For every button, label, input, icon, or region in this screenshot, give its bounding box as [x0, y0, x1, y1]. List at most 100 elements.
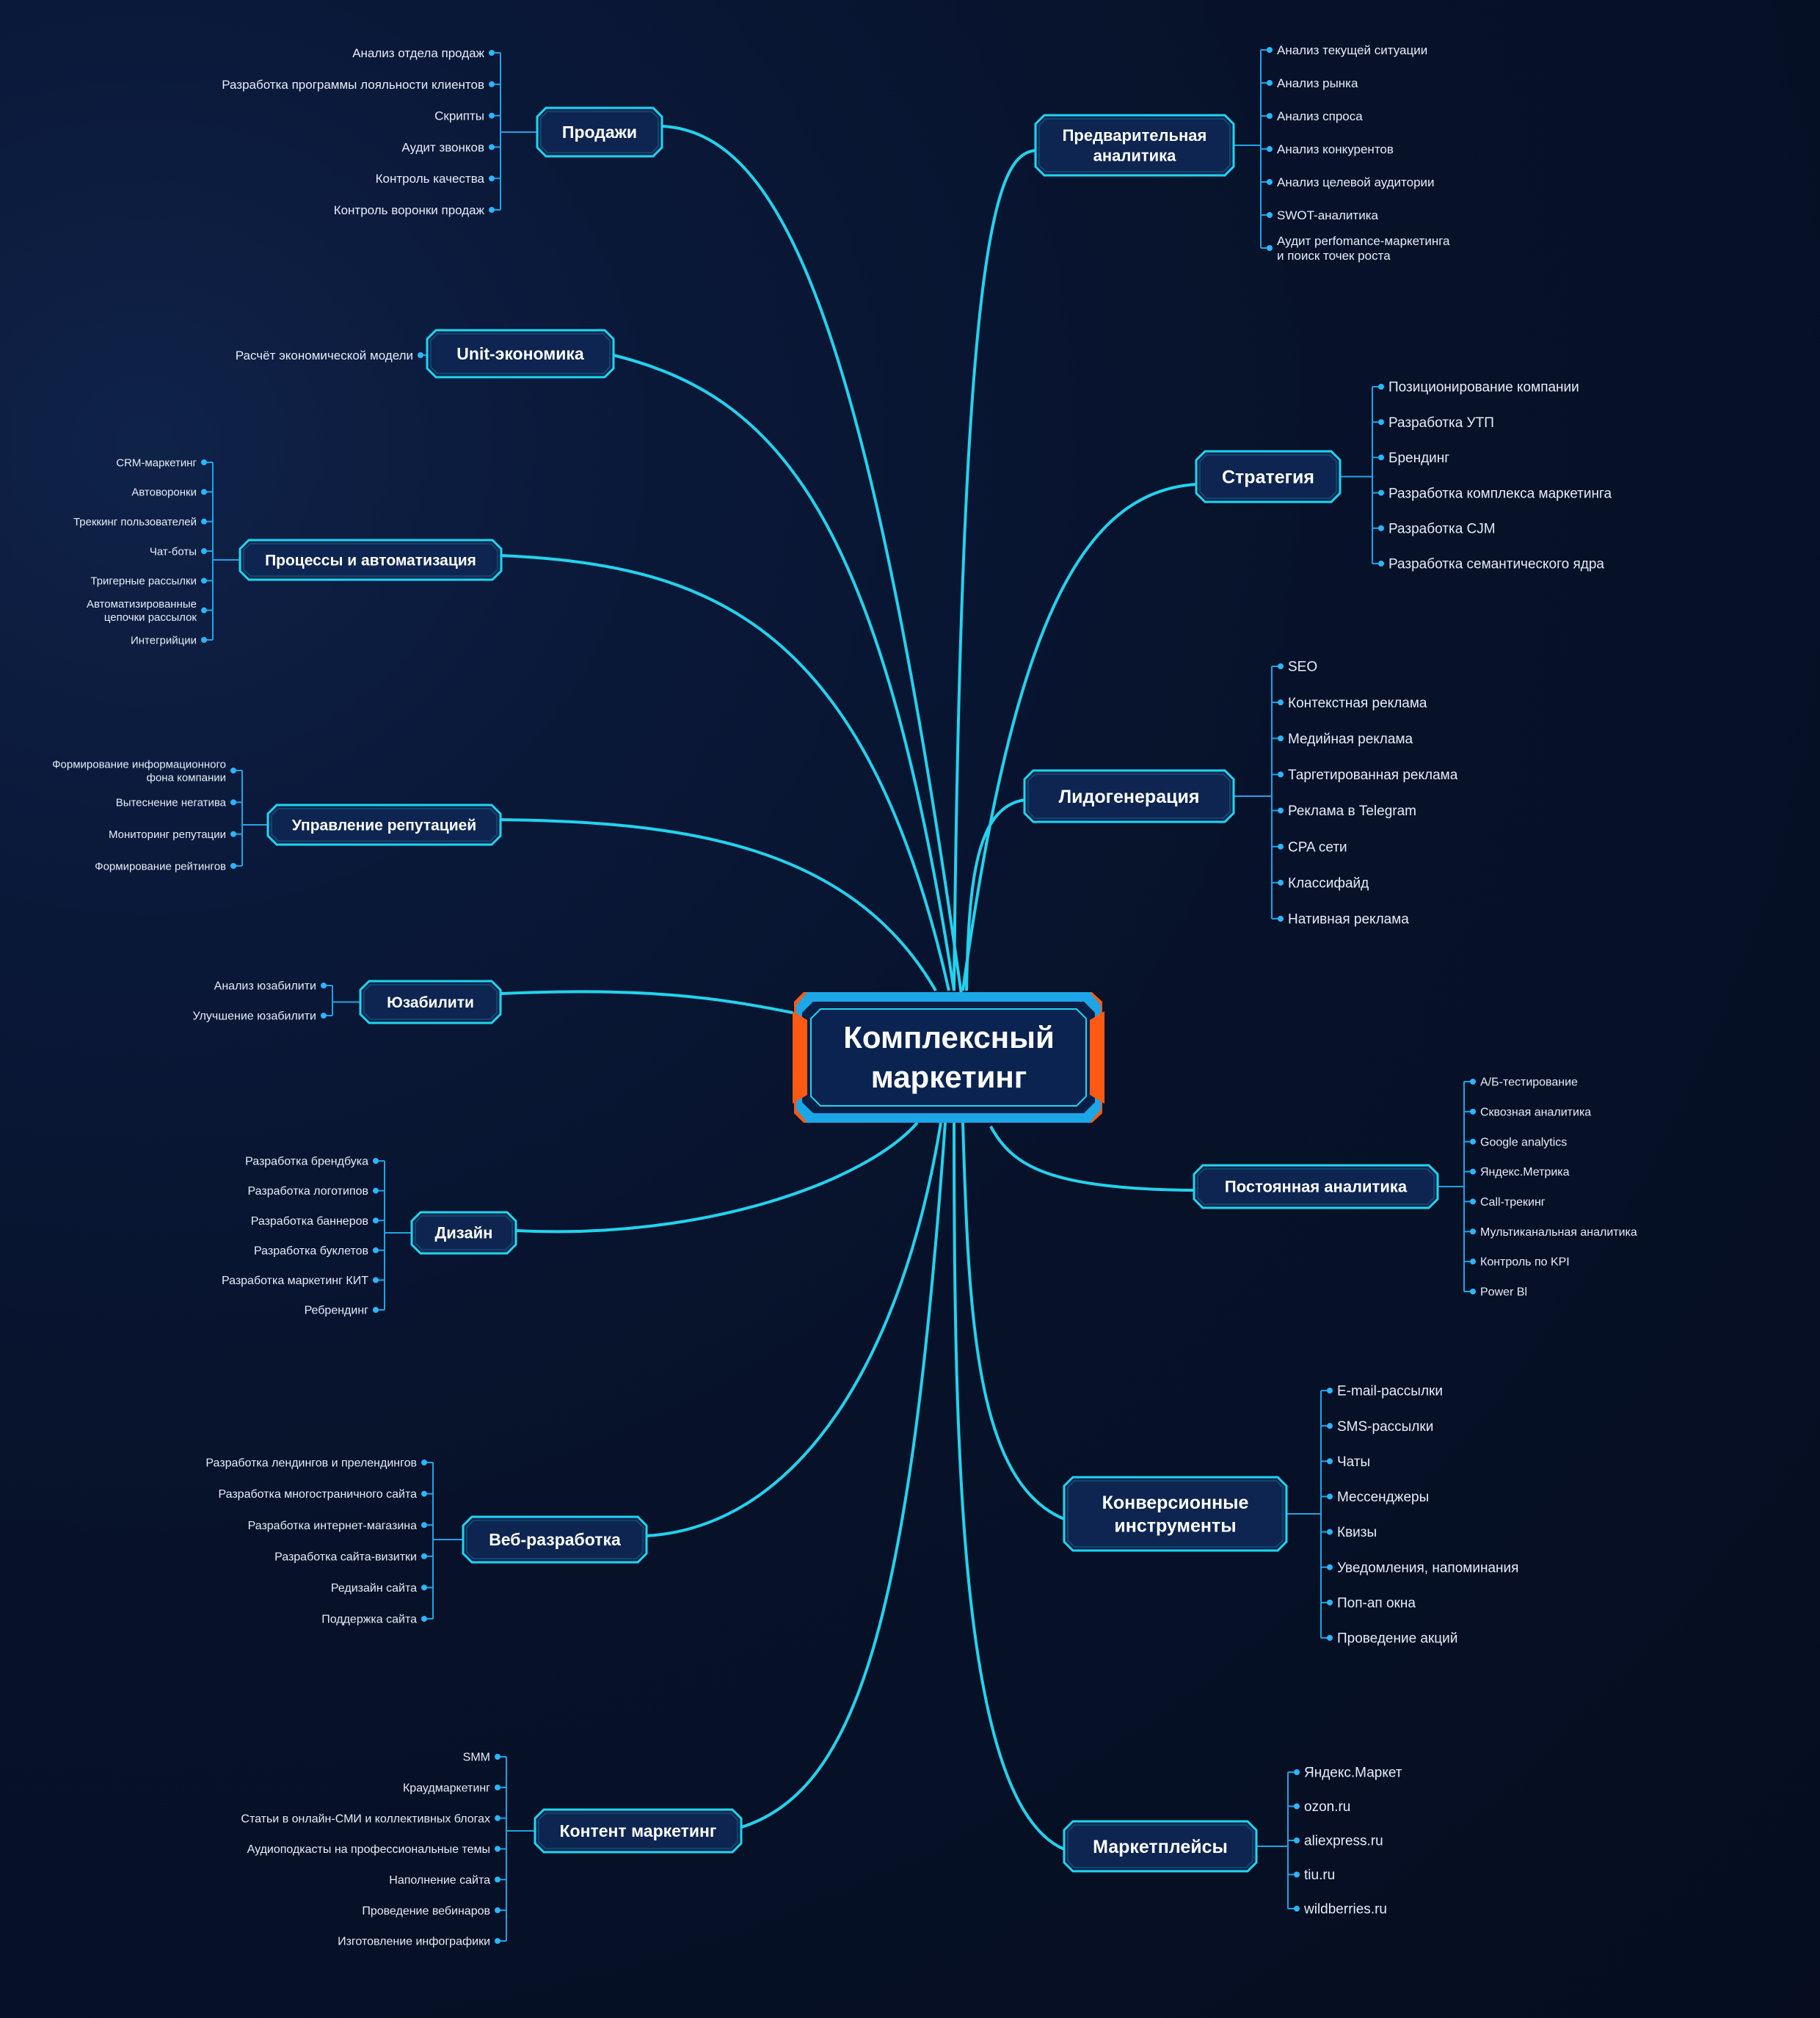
bracket-dot: [421, 1460, 427, 1465]
item-label: Яндекс.Маркет: [1304, 1766, 1402, 1781]
topic-marketplaces[interactable]: Маркетплейсы: [1063, 1820, 1258, 1873]
item-label: Наполнение сайта: [389, 1874, 490, 1887]
item-label: Мультиканальная аналитика: [1480, 1226, 1637, 1239]
topic-title: Управление репутацией: [292, 817, 476, 834]
item-label: Анализ целевой аудитории: [1277, 175, 1435, 189]
topic-title: Маркетплейсы: [1093, 1837, 1228, 1857]
items-unit: Расчёт экономической модели: [236, 349, 429, 363]
topic-content[interactable]: Контент маркетинг: [534, 1808, 743, 1854]
bracket-dot: [489, 112, 495, 119]
bracket-dot: [373, 1158, 379, 1164]
bracket-dot: [1378, 489, 1384, 496]
bracket-dot: [201, 578, 207, 584]
item-label: Анализ спроса: [1277, 109, 1363, 123]
item-label: Чат-боты: [150, 545, 197, 558]
topic-processes[interactable]: Процессы и автоматизация: [239, 539, 503, 581]
topic-box: [536, 106, 663, 158]
center-left-tab: [793, 1011, 807, 1104]
item-label: Проведение вебинаров: [362, 1905, 490, 1917]
item-label: Классифайд: [1288, 876, 1369, 892]
bracket-dot: [421, 1584, 427, 1591]
topic-design[interactable]: Дизайн: [410, 1211, 517, 1255]
topic-prodazhi[interactable]: Продажи: [536, 106, 663, 158]
bracket-dot: [1278, 879, 1284, 886]
topic-leadgen[interactable]: Лидогенерация: [1023, 769, 1235, 823]
item-label: Сквозная аналитика: [1480, 1106, 1591, 1118]
topic-box-inner: [1027, 773, 1231, 819]
topic-title: аналитика: [1093, 146, 1177, 164]
topic-unit[interactable]: Unit-экономика: [426, 329, 615, 379]
bracket-dot: [230, 863, 236, 869]
bracket-dot: [1327, 1529, 1333, 1535]
bracket-dot: [1294, 1906, 1300, 1912]
item-label: Проведение акций: [1337, 1631, 1457, 1647]
connector-unit: [613, 354, 956, 991]
bracket-dot: [1378, 384, 1384, 390]
item-label: Автоворонки: [131, 487, 197, 499]
bracket-dot: [230, 831, 236, 837]
item-label: Аудиоподкасты на профессиональные темы: [247, 1843, 490, 1856]
bracket-dot: [1378, 454, 1384, 461]
topic-box: [410, 1211, 517, 1255]
item-label: Контроль качества: [376, 172, 485, 186]
connector-const_analytics: [989, 1126, 1195, 1192]
bracket-dot: [1267, 113, 1273, 119]
topic-reputation[interactable]: Управление репутацией: [266, 804, 502, 846]
item-label: Разработка интернет-магазина: [248, 1520, 418, 1532]
topic-box: [359, 980, 502, 1024]
topic-box: [1023, 769, 1235, 823]
item-label: Анализ текущей ситуации: [1277, 43, 1427, 57]
center-title-line: маркетинг: [871, 1060, 1027, 1094]
item-label: Медийная реклама: [1288, 732, 1413, 747]
bracket-dot: [1327, 1493, 1333, 1500]
bracket-dot: [1327, 1423, 1333, 1429]
bracket-dot: [201, 637, 207, 643]
topic-box: [462, 1515, 648, 1564]
bracket-dot: [1470, 1168, 1476, 1175]
connectors: [500, 125, 1197, 1851]
bracket-dot: [1278, 771, 1284, 778]
item-label: Яндекс.Метрика: [1480, 1166, 1570, 1179]
bracket-dot: [1378, 561, 1384, 567]
bracket-dot: [1267, 245, 1273, 251]
bracket-dot: [373, 1277, 379, 1283]
bracket-dot: [1267, 80, 1273, 86]
item-label: SEO: [1288, 660, 1317, 675]
topic-box: [534, 1808, 743, 1854]
topic-box: [1063, 1820, 1258, 1873]
topic-box-inner: [243, 543, 498, 577]
item-label: Квизы: [1337, 1525, 1377, 1540]
topic-box-inner: [540, 111, 659, 153]
connector-conversion: [961, 1122, 1065, 1520]
item-label: Позиционирование компании: [1388, 380, 1579, 396]
bracket-dot: [421, 1490, 427, 1497]
bracket-dot: [1327, 1564, 1333, 1570]
item-label: Брендинг: [1388, 451, 1449, 466]
item-label: Анализ рынка: [1277, 76, 1358, 90]
item-label: CPA сети: [1288, 839, 1347, 855]
item-label: Краудмаркетинг: [403, 1782, 490, 1794]
bracket-dot: [1378, 419, 1384, 426]
bracket-dot: [1327, 1388, 1333, 1394]
items-conversion: E-mail-рассылкиSMS-рассылкиЧатыМессендже…: [1286, 1384, 1518, 1647]
topic-web[interactable]: Веб-разработка: [462, 1515, 648, 1564]
bracket-dot: [1470, 1289, 1476, 1294]
bracket-dot: [421, 1522, 427, 1529]
item-label: Разработка буклетов: [254, 1245, 368, 1257]
item-label: Автоматизированные: [87, 598, 197, 611]
topic-strategy[interactable]: Стратегия: [1195, 450, 1342, 503]
topic-title: Юзабилити: [387, 994, 474, 1011]
bracket-dot: [1278, 735, 1284, 742]
topic-const_analytics[interactable]: Постоянная аналитика: [1193, 1164, 1439, 1209]
item-label: ozon.ru: [1304, 1799, 1350, 1815]
bracket-dot: [1267, 146, 1273, 152]
topic-usability[interactable]: Юзабилити: [359, 980, 502, 1024]
item-label: Формирование рейтингов: [95, 860, 226, 873]
bracket-dot: [1470, 1079, 1476, 1085]
bracket-dot: [230, 799, 236, 806]
